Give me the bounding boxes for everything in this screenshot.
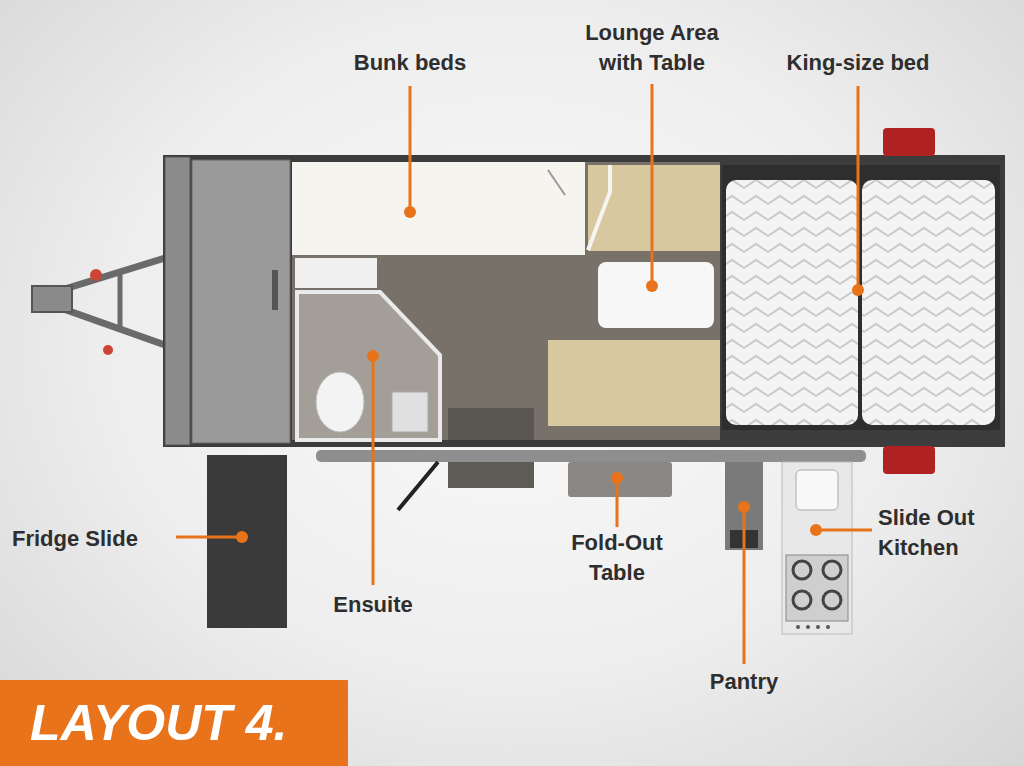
- callout-label: King-size bed: [786, 48, 929, 78]
- callout-label: Lounge Area with Table: [567, 18, 737, 78]
- callout-label: Fold-Out Table: [552, 528, 682, 588]
- callout-label: Ensuite: [333, 590, 412, 620]
- layout-title: LAYOUT 4.: [30, 694, 287, 752]
- title-band: LAYOUT 4.: [0, 680, 348, 766]
- callout-label: Fridge Slide: [12, 524, 138, 554]
- leader-lines: [176, 84, 872, 664]
- callout-label: Pantry: [710, 667, 778, 697]
- callout-label: Bunk beds: [354, 48, 466, 78]
- callout-label: Slide Out Kitchen: [878, 503, 1018, 563]
